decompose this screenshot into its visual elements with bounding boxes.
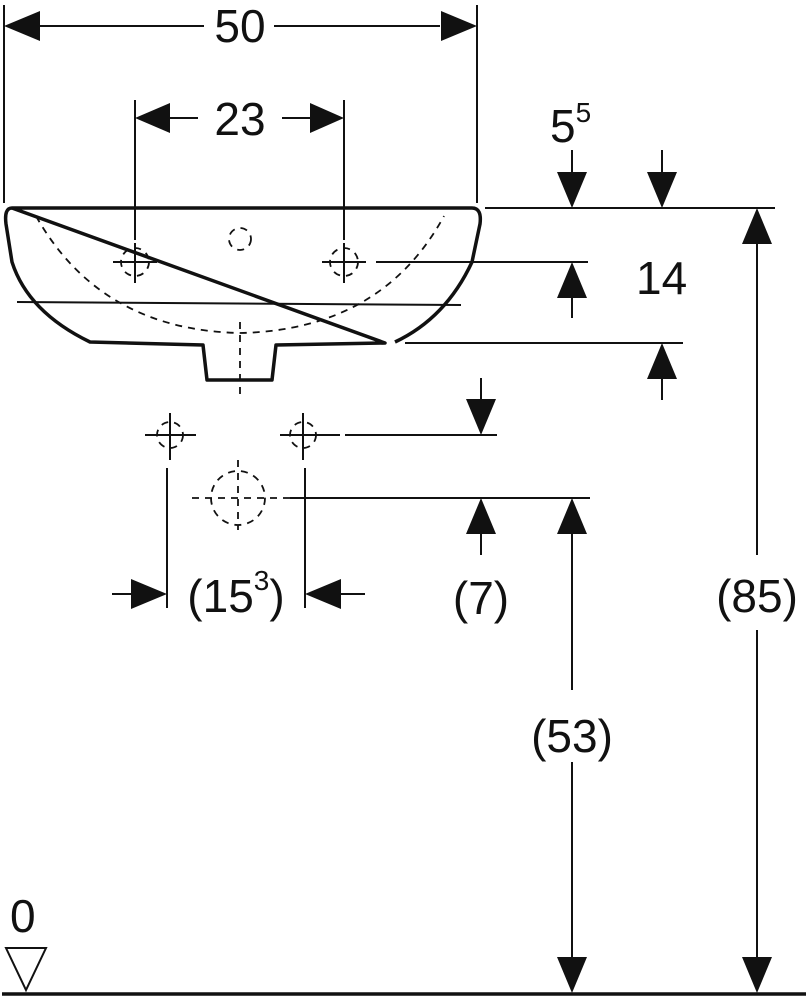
tap-spacing-label: 23 xyxy=(214,93,265,145)
floor-level-label: 0 xyxy=(10,890,36,942)
tap-hole-depth-label: 14 xyxy=(636,252,687,304)
rim-thickness-label: 55 xyxy=(550,97,591,152)
supply-spacing-label-sup: 3 xyxy=(254,565,270,596)
supply-spacing-label: (153) xyxy=(187,565,284,622)
overflow-hole xyxy=(228,227,252,251)
rim-thickness-label-sup: 5 xyxy=(576,97,592,128)
drain-connection xyxy=(192,460,290,530)
rim-height-dimension xyxy=(742,208,772,993)
tap-spacing-dimension xyxy=(134,100,345,240)
supply-offset-dimension xyxy=(290,378,590,555)
supply-spacing-label-open: (15 xyxy=(187,570,253,622)
supply-spacing-label-close: ) xyxy=(269,570,284,622)
floor-level-marker-icon xyxy=(4,947,48,993)
basin-bottom-dimension xyxy=(405,342,683,400)
width-dimension xyxy=(3,5,478,203)
supply-offset-label: (7) xyxy=(453,572,509,624)
rim-height-label: (85) xyxy=(716,570,798,622)
tap-hole-depth-dimension xyxy=(376,261,588,318)
tap-hole-left xyxy=(113,243,157,283)
supply-connection-right xyxy=(280,413,340,460)
rim-thickness-dimension xyxy=(485,150,775,209)
washbasin-outline xyxy=(3,206,483,400)
rim-thickness-label-main: 5 xyxy=(550,100,576,152)
supply-connection-left xyxy=(145,413,196,460)
supply-spacing-dimension xyxy=(112,468,365,609)
drain-height-dimension xyxy=(557,498,587,993)
width-label: 50 xyxy=(214,0,265,52)
drain-height-label: (53) xyxy=(531,710,613,762)
tap-hole-right xyxy=(322,243,366,283)
